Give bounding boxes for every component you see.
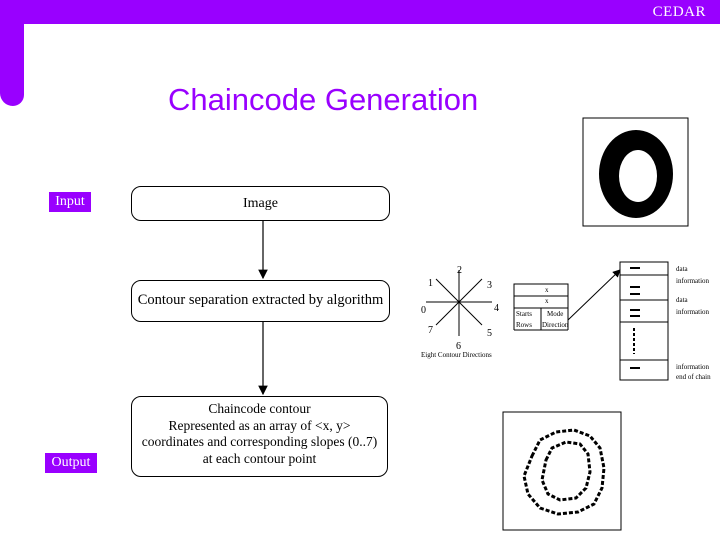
chaincode-step: Chaincode contour Represented as an arra…	[131, 396, 388, 477]
direction-2: 2	[457, 265, 462, 276]
direction-3: 3	[487, 280, 492, 291]
direction-0: 0	[421, 305, 426, 316]
brand-label: CEDAR	[652, 4, 706, 20]
page-title: Chaincode Generation	[168, 82, 479, 117]
array-entries	[630, 267, 640, 369]
sidebar-accent	[0, 0, 24, 106]
contour-digit-image	[502, 411, 622, 531]
chain-structure	[513, 261, 669, 381]
x-label: x	[545, 297, 549, 305]
node-label: Mode	[547, 310, 564, 318]
direction-4: 4	[494, 303, 499, 314]
node-label: Rows	[516, 321, 532, 329]
chaincode-line: at each contour point	[202, 450, 317, 466]
node-label: Starts	[516, 310, 532, 318]
chaincode-line: Represented as an array of <x, y>	[168, 417, 351, 433]
info-label: information	[676, 308, 710, 316]
output-label: Output	[45, 453, 97, 473]
filled-digit-image	[582, 117, 689, 227]
direction-1: 1	[428, 278, 433, 289]
chaincode-line: Chaincode contour	[208, 401, 311, 416]
info-label: information	[676, 277, 710, 285]
image-step: Image	[131, 186, 390, 221]
direction-star	[426, 270, 492, 336]
info-label: information	[676, 363, 710, 371]
directions-caption: Eight Contour Directions	[421, 351, 492, 359]
info-label: data	[676, 265, 688, 273]
input-label: Input	[49, 192, 91, 212]
direction-5: 5	[487, 328, 492, 339]
direction-7: 7	[428, 325, 433, 336]
info-label: end of chain	[676, 373, 711, 381]
chaincode-line: coordinates and corresponding slopes (0.…	[141, 434, 378, 449]
direction-6: 6	[456, 341, 461, 352]
x-label: x	[545, 286, 549, 294]
info-label: data	[676, 296, 688, 304]
header-bar	[0, 0, 720, 24]
node-label: Direction	[542, 321, 569, 329]
contour-separation-step: Contour separation extracted by algorith…	[131, 280, 390, 322]
